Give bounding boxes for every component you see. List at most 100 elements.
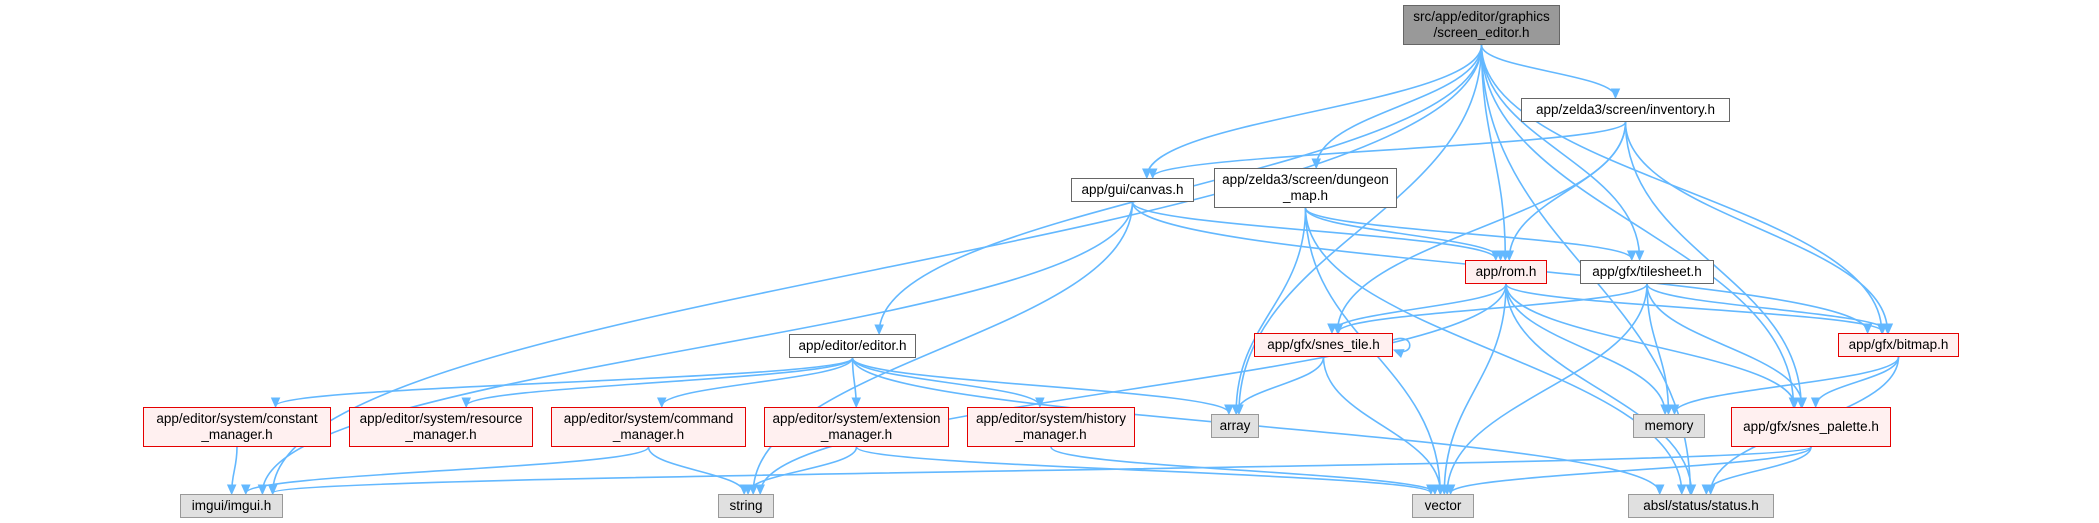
edge-tilesheet-to-vector	[1446, 283, 1648, 494]
edge-command-manager-to-imgui-arrowhead	[241, 484, 251, 496]
edge-dungeon-map-to-rom	[1304, 207, 1502, 260]
edge-root-to-tilesheet-arrowhead	[1634, 250, 1645, 262]
edge-editor-to-command-manager	[660, 357, 854, 407]
node-command-manager[interactable]: app/editor/system/command _manager.h	[551, 407, 746, 447]
edge-root-to-bitmap	[1480, 44, 1883, 333]
node-imgui[interactable]: imgui/imgui.h	[180, 494, 283, 518]
edge-editor-to-command-manager-arrowhead	[656, 397, 667, 409]
edge-tilesheet-to-snes-palette-arrowhead	[1797, 397, 1808, 409]
node-bitmap[interactable]: app/gfx/bitmap.h	[1838, 333, 1959, 357]
edge-command-manager-to-string	[647, 446, 745, 494]
edge-dungeon-map-to-rom-arrowhead	[1495, 250, 1506, 262]
edge-rom-to-snes-tile-arrowhead	[1327, 323, 1337, 335]
edge-root-to-canvas-arrowhead	[1142, 168, 1152, 180]
edge-editor-to-extension-manager-arrowhead	[851, 397, 862, 409]
edge-rom-to-memory	[1505, 283, 1666, 414]
edge-bitmap-to-snes-palette-arrowhead	[1810, 397, 1821, 409]
edge-rom-to-snes-palette-arrowhead	[1789, 397, 1800, 409]
edge-root-to-imgui	[271, 44, 1483, 494]
node-history-manager[interactable]: app/editor/system/history _manager.h	[967, 407, 1135, 447]
edge-tilesheet-to-bitmap	[1646, 283, 1890, 333]
edge-snes-palette-to-status	[1705, 446, 1812, 494]
node-status[interactable]: absl/status/status.h	[1628, 494, 1774, 518]
edge-root-to-snes-palette	[1480, 44, 1795, 407]
edge-rom-to-bitmap	[1505, 283, 1884, 333]
node-snes-tile[interactable]: app/gfx/snes_tile.h	[1254, 333, 1393, 357]
edge-editor-to-history-manager-arrowhead	[1035, 397, 1045, 409]
edge-rom-to-status-arrowhead	[1686, 484, 1697, 496]
edge-bitmap-to-memory-arrowhead	[1669, 404, 1680, 416]
edge-tilesheet-to-bitmap-arrowhead	[1883, 323, 1894, 335]
edge-snes-tile-to-vector-arrowhead	[1435, 484, 1446, 496]
node-vector[interactable]: vector	[1412, 494, 1474, 518]
edge-snes-palette-to-status-arrowhead	[1701, 484, 1712, 496]
node-dungeon-map[interactable]: app/zelda3/screen/dungeon _map.h	[1214, 168, 1397, 208]
edge-dungeon-map-to-tilesheet	[1304, 207, 1633, 260]
edge-dungeon-map-to-status-arrowhead	[1676, 484, 1687, 496]
node-array[interactable]: array	[1211, 414, 1259, 438]
edge-bitmap-to-snes-palette	[1814, 356, 1900, 407]
edge-snes-tile-to-snes-tile-arrowhead	[1392, 349, 1405, 358]
node-string[interactable]: string	[718, 494, 774, 518]
edge-extension-manager-to-vector	[855, 446, 1432, 494]
edge-rom-to-string-arrowhead	[755, 484, 765, 496]
edge-inventory-to-bitmap	[1624, 121, 1889, 333]
edge-editor-to-history-manager	[851, 357, 1041, 407]
edge-tilesheet-to-snes-tile	[1337, 283, 1648, 333]
edge-extension-manager-to-string-arrowhead	[743, 484, 753, 496]
edge-root-to-dungeon-map	[1315, 44, 1483, 168]
edge-snes-palette-to-imgui-arrowhead	[267, 484, 278, 496]
edge-dungeon-map-to-array	[1235, 207, 1307, 414]
node-extension-manager[interactable]: app/editor/system/extension _manager.h	[764, 407, 949, 447]
edge-constant-manager-to-imgui-arrowhead	[226, 484, 237, 496]
edge-root-to-tilesheet	[1480, 44, 1641, 260]
node-snes-palette[interactable]: app/gfx/snes_palette.h	[1731, 407, 1891, 447]
edge-history-manager-to-vector	[1050, 446, 1436, 494]
edge-root-to-editor-arrowhead	[874, 324, 884, 336]
edge-history-manager-to-vector-arrowhead	[1430, 484, 1440, 496]
edge-inventory-to-snes-tile	[1336, 121, 1627, 333]
node-rom[interactable]: app/rom.h	[1465, 260, 1547, 284]
edge-rom-to-vector	[1443, 283, 1507, 494]
node-inventory[interactable]: app/zelda3/screen/inventory.h	[1521, 98, 1730, 122]
edge-editor-to-constant-manager	[274, 357, 854, 407]
edge-bitmap-to-memory	[1673, 356, 1900, 414]
node-canvas[interactable]: app/gui/canvas.h	[1071, 178, 1194, 202]
edge-editor-to-resource-manager	[465, 357, 854, 407]
edge-root-to-inventory-arrowhead	[1610, 88, 1621, 100]
node-resource-manager[interactable]: app/editor/system/resource _manager.h	[349, 407, 533, 447]
edge-root-to-array	[1238, 44, 1483, 414]
node-memory[interactable]: memory	[1633, 414, 1705, 438]
edge-editor-to-array-arrowhead	[1224, 404, 1234, 416]
edge-command-manager-to-imgui	[245, 446, 650, 494]
edge-editor-to-array	[851, 357, 1230, 414]
edge-snes-palette-to-vector	[1449, 446, 1812, 494]
edge-editor-to-resource-manager-arrowhead	[461, 397, 472, 409]
node-root[interactable]: src/app/editor/graphics /screen_editor.h	[1403, 5, 1560, 45]
edge-inventory-to-canvas	[1151, 121, 1627, 178]
edge-snes-tile-to-array-arrowhead	[1231, 404, 1242, 416]
edge-rom-to-string	[759, 283, 1507, 494]
edge-extension-manager-to-string	[747, 446, 858, 494]
edge-rom-to-status	[1505, 283, 1693, 494]
edge-dungeon-map-to-tilesheet-arrowhead	[1626, 250, 1637, 262]
edge-tilesheet-to-snes-palette	[1646, 283, 1804, 407]
edge-canvas-to-bitmap-arrowhead	[1862, 323, 1873, 335]
edge-inventory-to-canvas-arrowhead	[1147, 168, 1158, 180]
edge-tilesheet-to-memory-arrowhead	[1663, 404, 1674, 416]
edge-inventory-to-rom-arrowhead	[1504, 250, 1515, 262]
edge-root-to-rom	[1480, 44, 1507, 260]
edge-tilesheet-to-memory	[1646, 283, 1670, 414]
node-tilesheet[interactable]: app/gfx/tilesheet.h	[1580, 260, 1714, 284]
edge-tilesheet-to-snes-tile-arrowhead	[1333, 323, 1344, 335]
edge-snes-tile-to-vector	[1322, 356, 1442, 494]
edge-canvas-to-rom	[1131, 201, 1497, 260]
edge-editor-to-status-arrowhead	[1654, 484, 1665, 496]
edge-root-to-canvas	[1146, 44, 1483, 178]
node-constant-manager[interactable]: app/editor/system/constant _manager.h	[143, 407, 331, 447]
node-editor[interactable]: app/editor/editor.h	[789, 334, 916, 358]
edge-snes-palette-to-vector-arrowhead	[1445, 484, 1456, 496]
edge-root-to-inventory	[1480, 44, 1617, 98]
edge-canvas-to-imgui	[261, 201, 1134, 494]
edge-editor-to-constant-manager-arrowhead	[270, 397, 281, 409]
